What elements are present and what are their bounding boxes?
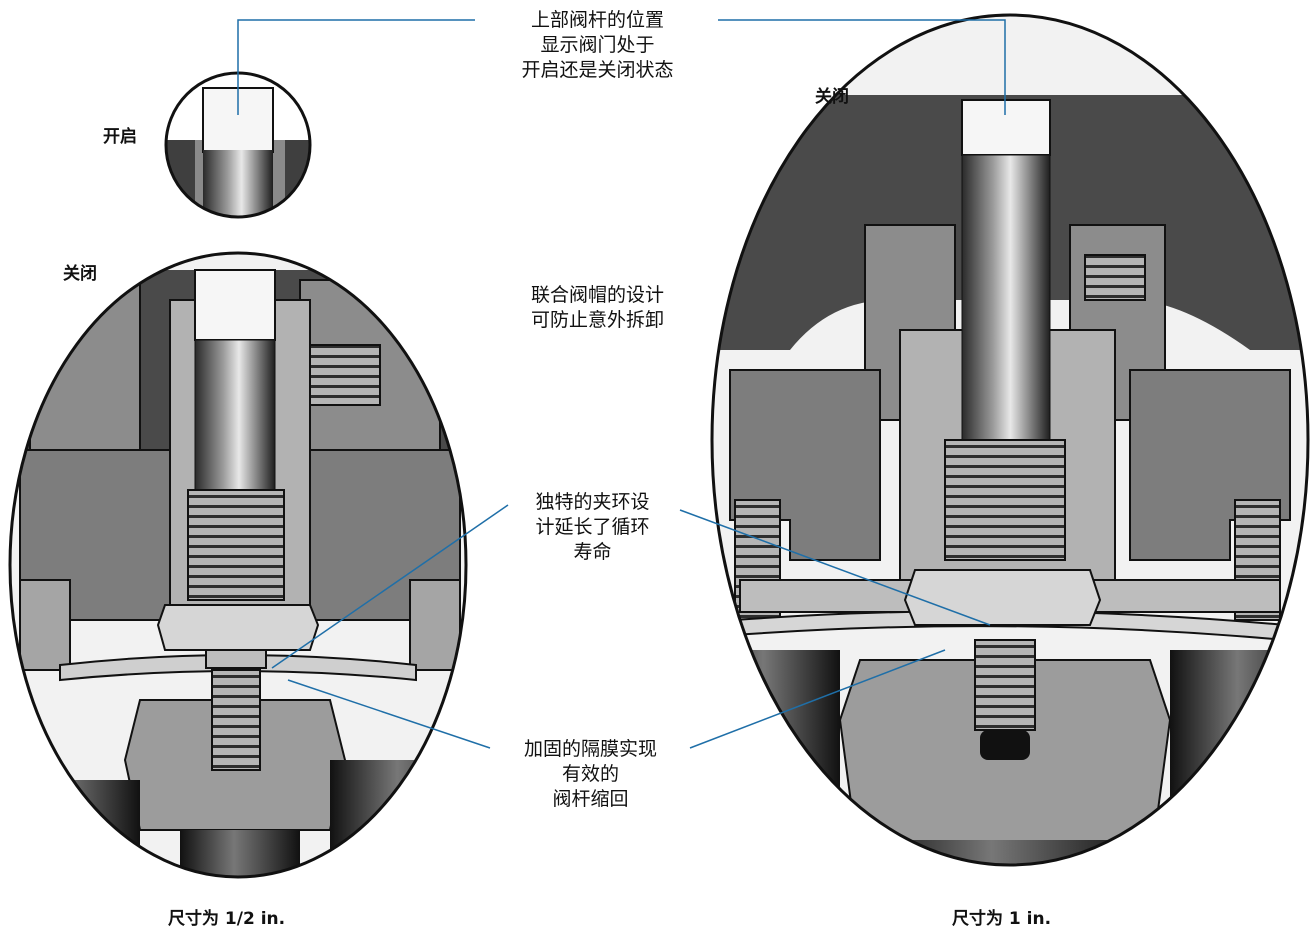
left-valve-cutaway: [10, 253, 466, 877]
caption-right-size: 尺寸为 1 in.: [952, 909, 1052, 929]
leader-collar-left: [271, 504, 509, 669]
label-open: 开启: [103, 127, 137, 147]
leader-diaphragm-left: [287, 679, 491, 749]
caption-left-size: 尺寸为 1/2 in.: [168, 909, 286, 929]
leader-lines: [237, 19, 1006, 749]
label-closed-right: 关闭: [815, 87, 849, 107]
leader-collar-right: [679, 509, 991, 626]
right-valve-cutaway: [712, 15, 1308, 865]
left-valve-frame: [8, 251, 468, 879]
callout-diaphragm: 加固的隔膜实现 有效的 阀杆缩回: [523, 738, 657, 810]
leader-stem-left: [237, 19, 475, 115]
right-valve-frame: [710, 13, 1310, 867]
callout-bonnet: 联合阀帽的设计 可防止意外拆卸: [530, 284, 664, 331]
callout-collar: 独特的夹环设 计延长了循环 寿命: [535, 491, 650, 563]
label-closed-left: 关闭: [63, 264, 97, 284]
leader-stem-right: [718, 19, 1006, 115]
leader-diaphragm-right: [689, 649, 946, 749]
callout-stem-position: 上部阀杆的位置 显示阀门处于 开启还是关闭状态: [521, 9, 674, 81]
open-inset: [166, 73, 310, 217]
